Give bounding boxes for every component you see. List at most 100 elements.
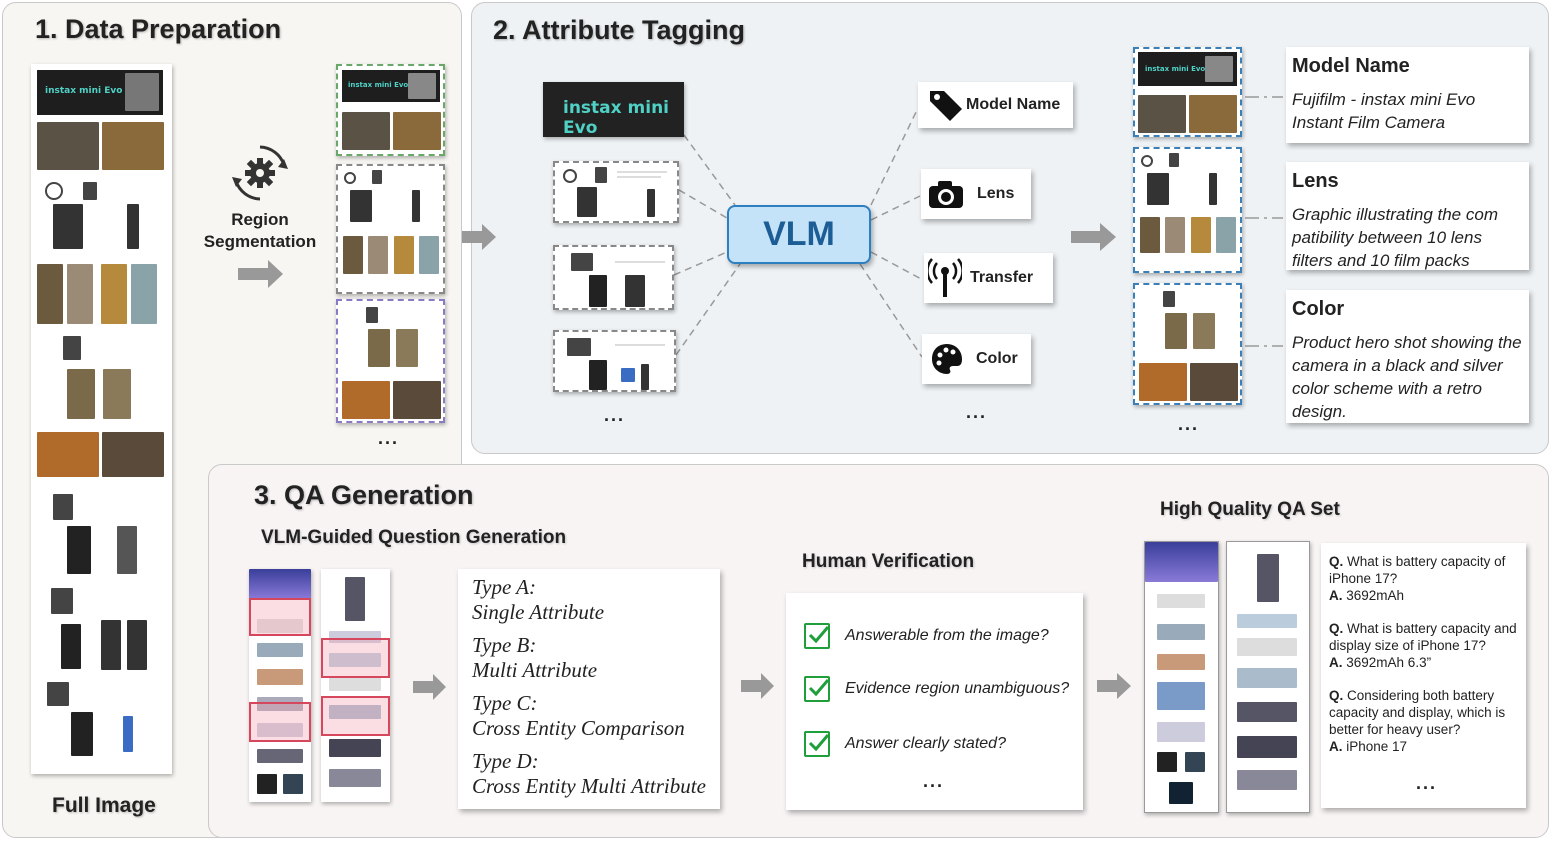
attribute-model-name: Model Name — [918, 82, 1073, 128]
result-region-lens — [1133, 147, 1242, 273]
question-text: Considering both battery capacity and di… — [1329, 688, 1506, 737]
region-lens-compat — [553, 161, 679, 223]
attribute-label: Transfer — [970, 269, 1034, 286]
ellipsis: ... — [966, 402, 988, 422]
region-transfer — [553, 245, 674, 310]
segmented-region-1: instax mini Evo — [336, 64, 445, 156]
verification-box: Answerable from the image? Evidence regi… — [786, 593, 1083, 810]
ellipsis: ... — [923, 771, 945, 791]
arrow-segmentation — [238, 260, 283, 288]
arrow-to-tagging — [462, 224, 496, 250]
gear-cycle-icon — [232, 145, 288, 201]
q-prefix: Q. — [1329, 621, 1344, 636]
verification-item: Answerable from the image? — [804, 623, 1049, 649]
attribute-color: Color — [922, 334, 1031, 384]
type-desc: Cross Entity Multi Attribute — [472, 774, 706, 798]
qa-item: Q. What is battery capacity of iPhone 17… — [1329, 553, 1518, 604]
section-title-qa-generation: 3. QA Generation — [254, 480, 474, 510]
checkmark-icon — [804, 731, 830, 757]
qa-item: Q. Considering both battery capacity and… — [1329, 687, 1518, 755]
description-model-name: Model Name Fujifilm - instax mini Evo In… — [1286, 47, 1529, 143]
evidence-region-highlight — [249, 702, 311, 742]
dash-line — [678, 189, 728, 219]
ellipsis: ... — [604, 405, 626, 425]
qa-item: Q. What is battery capacity and display … — [1329, 620, 1518, 671]
question-text: What is battery capacity and display siz… — [1329, 621, 1517, 653]
question-text: What is battery capacity of iPhone 17? — [1329, 554, 1506, 586]
a-prefix: A. — [1329, 739, 1343, 754]
tag-icon — [930, 91, 962, 121]
answer-text: 3692mAh 6.3” — [1346, 655, 1432, 670]
human-verification-title: Human Verification — [802, 551, 975, 572]
verification-item: Evidence region unambiguous? — [804, 676, 1069, 702]
region-color — [553, 330, 676, 392]
q-prefix: Q. — [1329, 688, 1344, 703]
segmented-region-2 — [336, 164, 445, 294]
evidence-region-highlight — [321, 696, 390, 736]
q-prefix: Q. — [1329, 554, 1344, 569]
segmented-region-3 — [336, 299, 445, 423]
verification-text: Answerable from the image? — [845, 627, 1049, 644]
checkmark-icon — [804, 676, 830, 702]
question-types-box: Type A: Single Attribute Type B: Multi A… — [458, 569, 720, 809]
description-lens: Lens Graphic illustrating the com patibi… — [1286, 162, 1529, 270]
ellipsis: ... — [378, 428, 400, 448]
description-title: Color — [1292, 298, 1345, 320]
a-prefix: A. — [1329, 655, 1343, 670]
dash-line — [870, 195, 921, 221]
dash-line — [673, 251, 728, 276]
question-type-b: Type B: Multi Attribute — [472, 633, 706, 683]
camera-icon — [929, 181, 963, 208]
description-color: Color Product hero shot showing the came… — [1286, 290, 1529, 423]
answer-text: iPhone 17 — [1346, 739, 1408, 754]
question-type-c: Type C: Cross Entity Comparison — [472, 691, 706, 741]
type-name: Type B: — [472, 633, 537, 657]
type-name: Type D: — [472, 749, 539, 773]
dash-line — [683, 134, 736, 206]
a-prefix: A. — [1329, 588, 1343, 603]
dash-line — [859, 263, 923, 358]
type-desc: Single Attribute — [472, 600, 605, 624]
checkmark-icon — [804, 623, 830, 649]
arrow-qa-1 — [413, 674, 446, 700]
description-title: Model Name — [1292, 55, 1410, 77]
result-region-model-name: instax mini Evo — [1133, 47, 1242, 137]
attribute-label: Lens — [977, 185, 1015, 202]
type-desc: Cross Entity Comparison — [472, 716, 685, 740]
vlm-guided-question-generation-title: VLM-Guided Question Generation — [261, 527, 567, 548]
question-type-d: Type D: Cross Entity Multi Attribute — [472, 749, 706, 799]
type-name: Type A: — [472, 575, 536, 599]
verification-item: Answer clearly stated? — [804, 731, 1006, 757]
section-title-attribute-tagging: 2. Attribute Tagging — [493, 15, 745, 45]
attribute-lens: Lens — [921, 169, 1031, 219]
evidence-region-highlight — [249, 598, 311, 636]
smartphone-page-right — [321, 569, 390, 802]
ellipsis: ... — [1416, 773, 1438, 793]
smartphone-page-left — [249, 569, 311, 802]
description-title: Lens — [1292, 170, 1339, 192]
attribute-label: Model Name — [966, 96, 1061, 113]
evidence-region-highlight — [321, 638, 390, 678]
vlm-box: VLM — [727, 205, 871, 264]
antenna-icon — [928, 258, 962, 297]
region-logo-banner: instax mini Evo — [543, 82, 684, 137]
arrow-qa-3 — [1097, 673, 1131, 699]
qa-list-box: Q. What is battery capacity of iPhone 17… — [1321, 543, 1526, 808]
full-image-label: Full Image — [52, 794, 156, 817]
section-title-data-preparation: 1. Data Preparation — [35, 14, 282, 44]
instax-logo-text: instax mini Evo — [563, 98, 670, 137]
instax-logo-small: instax mini Evo — [45, 86, 123, 96]
arrow-vlm-to-results — [1071, 223, 1116, 251]
attribute-transfer: Transfer — [924, 253, 1053, 303]
palette-icon — [932, 344, 962, 374]
answer-text: 3692mAh — [1346, 588, 1405, 603]
question-type-a: Type A: Single Attribute — [472, 575, 706, 625]
description-text: Product hero shot showing the camera in … — [1292, 333, 1522, 421]
description-text: Fujifilm - instax mini Evo Instant Film … — [1292, 90, 1476, 132]
qa-page-right — [1226, 541, 1310, 813]
dash-line — [870, 251, 924, 281]
type-desc: Multi Attribute — [472, 658, 598, 682]
qa-page-left — [1144, 541, 1219, 813]
region-segmentation-label: Region Segmentation — [203, 210, 317, 251]
